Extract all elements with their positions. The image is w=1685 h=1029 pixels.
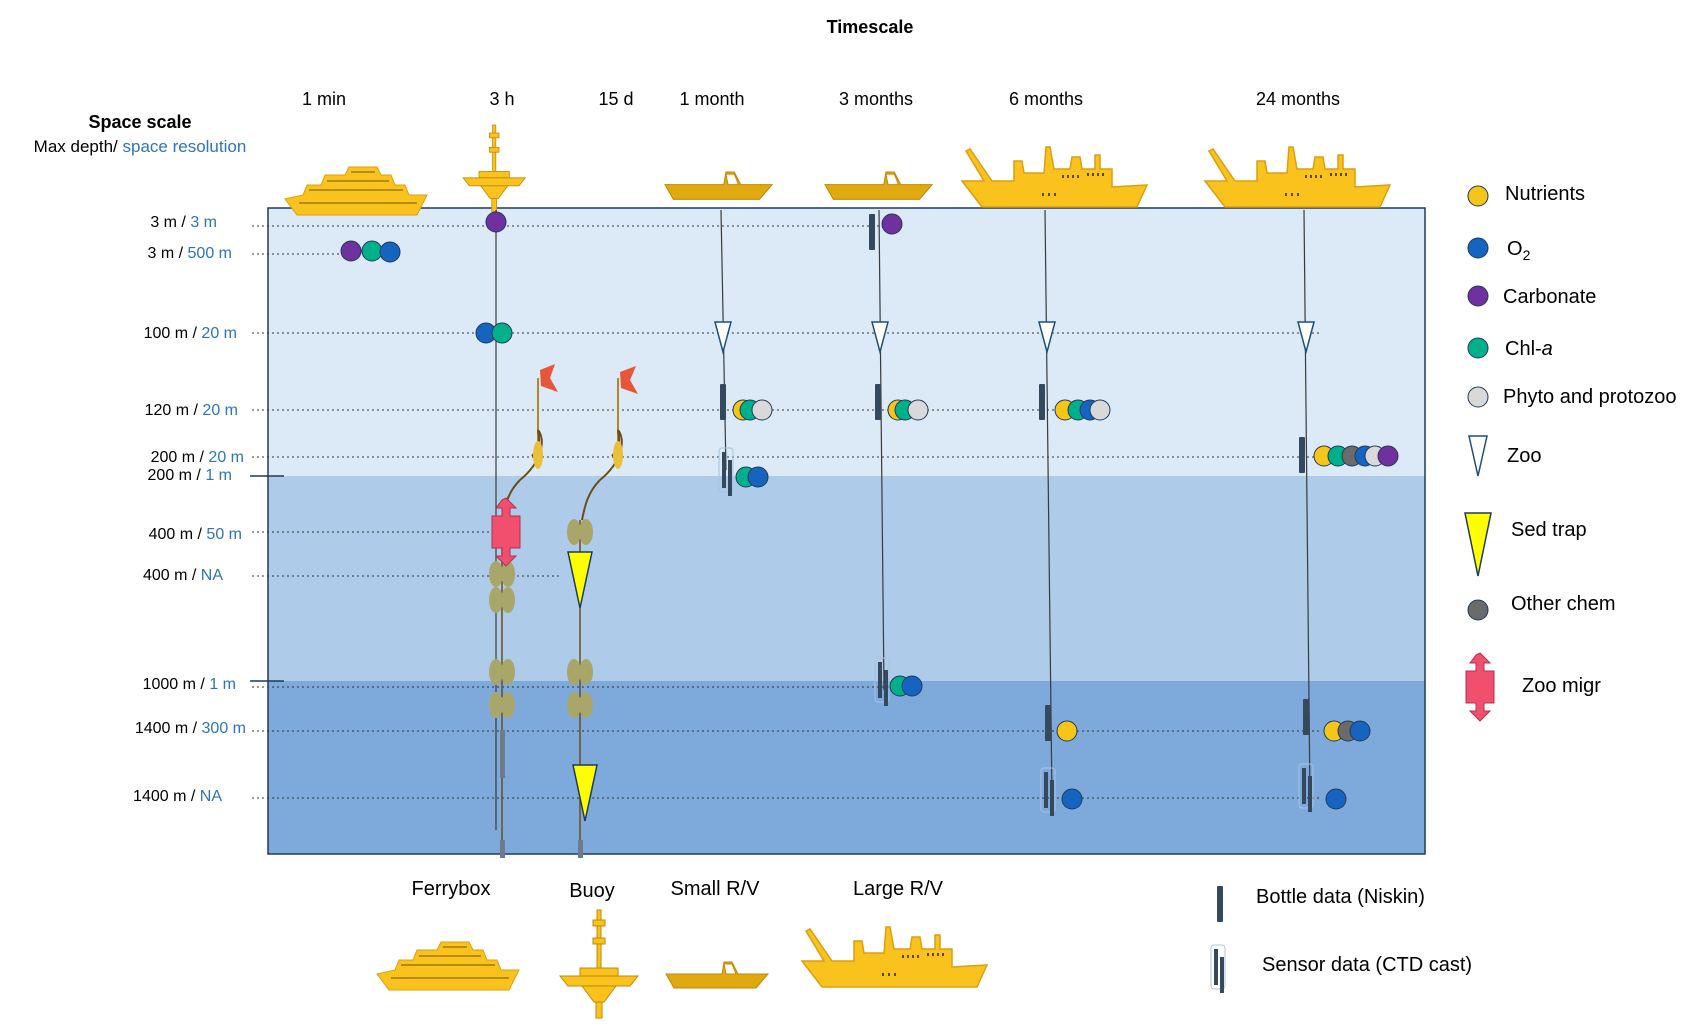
legend: Nutrients O2 Carbonate Chl-a Phyto and p… — [1464, 183, 1676, 722]
platform-label-small-rv: Small R/V — [671, 878, 761, 900]
legend-label-o2: O2 — [1507, 238, 1531, 263]
depth-label: 400 m / 50 m — [149, 526, 242, 543]
timescale-title: Timescale — [827, 17, 914, 37]
timescale-label: 24 months — [1256, 89, 1340, 109]
legend-swatch-otherchem — [1467, 599, 1489, 621]
timescale-label: 1 month — [679, 89, 744, 109]
legend-label-zoomigr: Zoo migr — [1522, 675, 1601, 697]
legend-label-nutrients: Nutrients — [1505, 183, 1585, 205]
legend-label-chla: Chl-a — [1505, 338, 1553, 360]
timescale-label: 6 months — [1009, 89, 1083, 109]
small-rv-icon — [664, 171, 773, 200]
timescale-label: 3 h — [489, 89, 514, 109]
depth-label: 3 m / 500 m — [148, 245, 232, 262]
legend-label-sedtrap: Sed trap — [1511, 519, 1587, 541]
depth-label: 1400 m / 300 m — [135, 720, 246, 737]
legend-swatch-phyto — [1467, 386, 1489, 408]
legend-swatch-chla — [1467, 337, 1489, 359]
legend-label-zoo: Zoo — [1507, 445, 1541, 467]
legend-swatch-carbonate — [1467, 285, 1489, 307]
legend-label-phyto: Phyto and protozoo — [1503, 386, 1676, 408]
legend-swatch-zoomigr — [1465, 652, 1495, 722]
depth-label: 100 m / 20 m — [144, 325, 237, 342]
platform-label-buoy: Buoy — [569, 880, 615, 902]
platform-label-ferrybox: Ferrybox — [412, 878, 491, 900]
platform-label-bottle: Bottle data (Niskin) — [1256, 886, 1425, 908]
legend-swatch-sedtrap — [1464, 512, 1492, 577]
bottle-data-icon — [1217, 886, 1223, 922]
ferrybox-icon — [376, 941, 520, 991]
zoo-migration-marker — [491, 497, 521, 567]
depth-labels: 3 m / 3 m 3 m / 500 m 100 m / 20 m 120 m… — [133, 214, 246, 805]
timescale-labels: 1 min 3 h 15 d 1 month 3 months 6 months… — [302, 89, 1340, 109]
ferrybox-icon — [284, 166, 428, 216]
ocean-frame — [267, 207, 1426, 855]
depth-label: 200 m / 1 m — [148, 467, 232, 484]
platform-label-large-rv: Large R/V — [853, 878, 944, 900]
timescale-label: 15 d — [598, 89, 633, 109]
small-rv-icon — [665, 961, 769, 989]
platform-label-sensor: Sensor data (CTD cast) — [1262, 954, 1472, 976]
deep-layer — [268, 681, 1425, 854]
legend-label-carbonate: Carbonate — [1503, 286, 1596, 308]
platform-key: Ferrybox Buoy Small R/V Large R/V Bottle… — [376, 878, 1472, 1019]
sensor-data-icon — [1210, 944, 1226, 994]
variable-dots — [340, 211, 1399, 810]
large-rv-icon — [1204, 146, 1391, 208]
depth-label: 400 m / NA — [143, 567, 223, 584]
legend-swatch-nutrients — [1467, 185, 1489, 207]
space-scale-title: Space scale — [88, 112, 191, 132]
small-rv-icon — [824, 171, 933, 200]
mesopelagic-layer — [268, 476, 1425, 681]
buoy-icon — [462, 124, 526, 212]
buoy-icon — [559, 909, 639, 1019]
depth-label: 200 m / 20 m — [151, 449, 244, 466]
large-rv-icon — [801, 926, 988, 988]
timescale-label: 1 min — [302, 89, 346, 109]
legend-label-otherchem: Other chem — [1511, 593, 1615, 615]
large-rv-icon — [961, 146, 1148, 208]
legend-swatch-o2 — [1467, 237, 1489, 259]
depth-label: 1400 m / NA — [133, 788, 222, 805]
legend-swatch-zoo — [1468, 435, 1488, 477]
depth-label: 1000 m / 1 m — [143, 676, 236, 693]
timescale-label: 3 months — [839, 89, 913, 109]
depth-label: 120 m / 20 m — [145, 402, 238, 419]
surface-layer — [268, 208, 1425, 476]
depth-label: 3 m / 3 m — [150, 214, 217, 231]
space-scale-subtitle: Max depth/ space resolution — [34, 137, 247, 156]
depth-guides — [252, 225, 1320, 799]
